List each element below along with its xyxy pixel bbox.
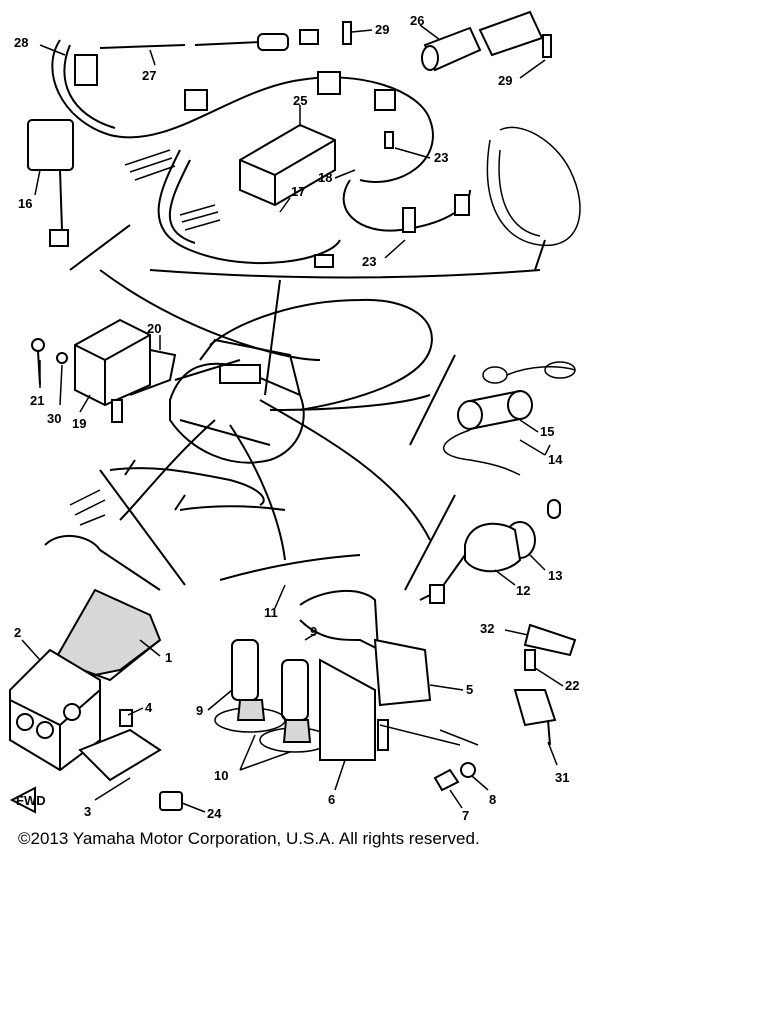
callout-28: 28 bbox=[14, 35, 28, 50]
callout-17: 17 bbox=[291, 184, 305, 199]
wire-harness-group bbox=[27, 10, 581, 279]
callout-2: 2 bbox=[14, 625, 21, 640]
callout-19: 19 bbox=[72, 416, 86, 431]
electrical-parts-diagram: FWD 28 27 29 26 29 25 bbox=[9, 10, 581, 823]
callout-31: 31 bbox=[555, 770, 569, 785]
cdi-unit-group: FWD bbox=[9, 489, 183, 814]
callout-11: 11 bbox=[264, 605, 278, 620]
switch-group bbox=[419, 361, 576, 604]
callout-24: 24 bbox=[207, 806, 222, 821]
snowmobile-illustration bbox=[99, 269, 456, 591]
callout-1: 1 bbox=[165, 650, 172, 665]
callout-29: 29 bbox=[375, 22, 389, 37]
callout-labels: 28 27 29 26 29 25 23 18 17 23 16 20 21 3… bbox=[14, 13, 579, 823]
callout-9: 9 bbox=[310, 624, 317, 639]
callout-8: 8 bbox=[489, 792, 496, 807]
callout-12: 12 bbox=[516, 583, 530, 598]
copyright-notice: ©2013 Yamaha Motor Corporation, U.S.A. A… bbox=[18, 829, 480, 848]
callout-32: 32 bbox=[480, 621, 494, 636]
callout-27: 27 bbox=[142, 68, 156, 83]
callout-10: 10 bbox=[214, 768, 228, 783]
callout-23: 23 bbox=[434, 150, 448, 165]
callout-22: 22 bbox=[565, 678, 579, 693]
regulator-group bbox=[31, 318, 177, 423]
callout-3: 3 bbox=[84, 804, 91, 819]
callout-14: 14 bbox=[548, 452, 563, 467]
callout-13: 13 bbox=[548, 568, 562, 583]
callout-26: 26 bbox=[410, 13, 424, 28]
callout-9: 9 bbox=[196, 703, 203, 718]
callout-20: 20 bbox=[147, 321, 161, 336]
fwd-label: FWD bbox=[16, 793, 46, 808]
callout-21: 21 bbox=[30, 393, 44, 408]
callout-30: 30 bbox=[47, 411, 61, 426]
callout-25: 25 bbox=[293, 93, 307, 108]
callout-7: 7 bbox=[462, 808, 469, 823]
ignition-coil-group bbox=[214, 589, 577, 792]
callout-16: 16 bbox=[18, 196, 32, 211]
callout-23: 23 bbox=[362, 254, 376, 269]
callout-5: 5 bbox=[466, 682, 473, 697]
callout-6: 6 bbox=[328, 792, 335, 807]
callout-15: 15 bbox=[540, 424, 554, 439]
callout-29: 29 bbox=[498, 73, 512, 88]
callout-4: 4 bbox=[145, 700, 153, 715]
callout-18: 18 bbox=[318, 170, 332, 185]
